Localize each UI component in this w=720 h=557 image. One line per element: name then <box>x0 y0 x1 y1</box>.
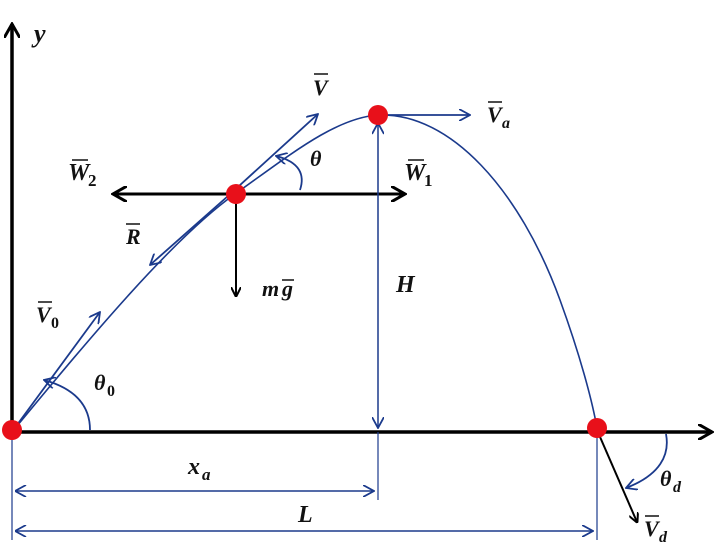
initial-angle-arc <box>44 380 91 431</box>
wind-right-label: W 1 <box>404 159 433 190</box>
svg-text:θ: θ <box>94 370 106 395</box>
svg-text:x: x <box>187 454 200 480</box>
svg-text:V: V <box>487 102 504 127</box>
height-label: H <box>395 272 416 298</box>
velocity-vector <box>227 114 318 197</box>
velocity-label: V <box>313 75 330 100</box>
launch-point <box>2 420 22 440</box>
initial-angle-label: θ 0 <box>94 370 115 400</box>
svg-text:0: 0 <box>51 315 59 332</box>
angle-theta-label: θ <box>310 146 322 171</box>
svg-text:a: a <box>502 115 510 132</box>
svg-text:g: g <box>281 276 293 301</box>
drag-vector <box>150 195 229 265</box>
svg-text:0: 0 <box>107 383 115 400</box>
svg-text:a: a <box>202 465 211 484</box>
svg-text:1: 1 <box>424 171 433 190</box>
descent-angle-label: θ d <box>660 466 682 496</box>
gravity-label: m g <box>262 276 294 301</box>
svg-text:W: W <box>404 160 427 186</box>
svg-text:θ: θ <box>660 466 672 491</box>
landing-point <box>587 418 607 438</box>
svg-text:m: m <box>262 276 279 301</box>
midflight-point <box>226 184 246 204</box>
apex-velocity-label: V a <box>487 101 510 132</box>
drag-label: R <box>125 224 141 249</box>
initial-velocity-vector <box>13 312 100 430</box>
angle-theta-arc <box>276 156 303 191</box>
y-axis-label: y <box>31 19 46 48</box>
range-label: L <box>297 502 313 528</box>
initial-velocity-label: V 0 <box>36 301 59 332</box>
descent-velocity-label: V d <box>644 515 668 546</box>
svg-text:d: d <box>659 529 668 546</box>
svg-text:2: 2 <box>88 171 97 190</box>
svg-text:d: d <box>673 479 682 496</box>
svg-text:W: W <box>68 160 91 186</box>
descent-angle-arc <box>626 433 668 488</box>
svg-text:V: V <box>36 302 53 327</box>
apex-distance-label: x a <box>187 454 211 484</box>
apex-point <box>368 105 388 125</box>
svg-text:V: V <box>644 516 661 541</box>
descent-velocity-vector <box>596 429 637 522</box>
wind-left-label: W 2 <box>68 159 97 190</box>
